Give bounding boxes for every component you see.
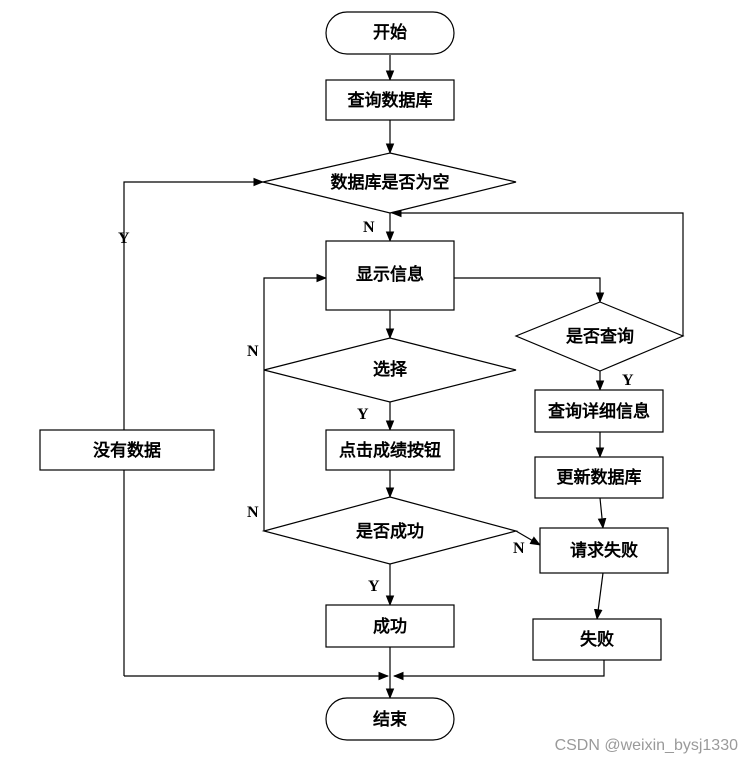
node-query-db: 查询数据库 (325, 79, 455, 121)
decision-shape (263, 337, 517, 403)
edge-labels: Y N N Y N Y N Y (118, 219, 634, 595)
process-shape (325, 604, 455, 648)
label-db-empty-yes: Y (118, 230, 130, 247)
process-shape (325, 79, 455, 121)
process-shape (325, 429, 455, 471)
node-db-empty: 数据库是否为空 (262, 152, 517, 214)
node-is-query: 是否查询 (514, 301, 685, 372)
node-success-label: 成功 (373, 616, 407, 637)
node-no-data: 没有数据 (39, 429, 215, 471)
decision-shape (514, 301, 685, 372)
node-request-fail-label: 请求失败 (570, 540, 638, 561)
edge-show-isquery (454, 277, 605, 304)
node-no-data-label: 没有数据 (93, 440, 161, 461)
node-start: 开始 (325, 11, 455, 55)
label-success-no-right: N (513, 540, 525, 557)
label-success-no-loop: N (247, 504, 259, 521)
node-request-fail: 请求失败 (539, 527, 669, 574)
node-fail: 失败 (532, 618, 662, 661)
node-query-detail: 查询详细信息 (534, 389, 664, 433)
node-db-empty-label: 数据库是否为空 (331, 172, 450, 193)
node-show-info-label: 显示信息 (356, 264, 424, 285)
node-click-grade-button: 点击成绩按钮 (325, 429, 455, 471)
process-shape (325, 240, 455, 311)
edge-update-requestfail (597, 497, 607, 530)
node-is-success: 是否成功 (261, 496, 519, 565)
label-db-empty-no: N (363, 219, 375, 236)
label-choose-no: N (247, 343, 259, 360)
process-shape (539, 527, 669, 574)
edges (123, 55, 684, 700)
process-shape (534, 389, 664, 433)
node-update-db: 更新数据库 (534, 456, 664, 499)
node-query-detail-label: 查询详细信息 (547, 401, 650, 422)
label-choose-yes: Y (357, 406, 369, 423)
edge-choose-no-loop (263, 273, 328, 370)
node-click-grade-button-label: 点击成绩按钮 (339, 440, 441, 461)
node-is-query-label: 是否查询 (566, 326, 634, 347)
process-shape (532, 618, 662, 661)
edge-success-no-right (515, 530, 541, 546)
process-shape (534, 456, 664, 499)
node-end: 结束 (325, 697, 455, 741)
node-is-success-label: 是否成功 (356, 521, 424, 542)
edge-requestfail-fail (593, 572, 604, 621)
label-success-yes: Y (368, 578, 380, 595)
node-choose: 选择 (263, 337, 517, 403)
label-query-yes: Y (622, 372, 634, 389)
edge-nodata-dbempty (123, 177, 265, 430)
decision-shape (261, 496, 519, 565)
edge-isquery-no-loop (390, 208, 684, 336)
node-end-label: 结束 (373, 709, 407, 730)
process-shape (39, 429, 215, 471)
terminal-shape (325, 697, 455, 741)
node-fail-label: 失败 (580, 629, 614, 650)
node-start-label: 开始 (373, 22, 407, 43)
node-update-db-label: 更新数据库 (557, 467, 642, 488)
node-choose-label: 选择 (373, 359, 408, 380)
node-success: 成功 (325, 604, 455, 648)
watermark-text: CSDN @weixin_bysj1330 (555, 737, 739, 754)
edge-fail-merge (392, 660, 605, 681)
node-show-info: 显示信息 (325, 240, 455, 311)
terminal-shape (325, 11, 455, 55)
decision-shape (262, 152, 517, 214)
node-query-db-label: 查询数据库 (347, 90, 433, 111)
